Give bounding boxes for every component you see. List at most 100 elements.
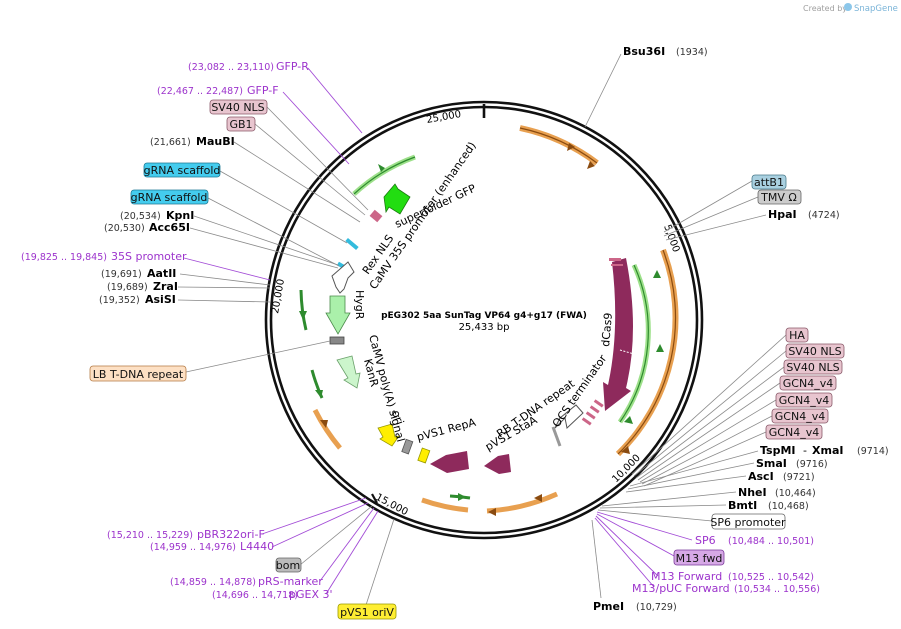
site-maubi: MauBI (196, 135, 235, 148)
site-bsu36i: Bsu36I (623, 45, 665, 58)
kanr-arrow (336, 355, 361, 389)
label-pvs1-oriv: pVS1 oriV (340, 606, 394, 619)
tick-25000: 25,000 (426, 109, 462, 126)
box-gb1 (226, 116, 256, 132)
arc-arrowhead-5 (624, 416, 633, 424)
box-sv40-nls-left (209, 99, 268, 115)
yellow-small-block (417, 447, 431, 464)
leader-pmei (591, 519, 602, 599)
arc-green-right-core (619, 264, 649, 423)
coord-pmei: (10,729) (636, 602, 677, 613)
site-xmai: XmaI (812, 444, 843, 457)
leader-asci (625, 475, 747, 493)
box-grna-scaffold-2 (130, 189, 209, 205)
box-tmv-omega (757, 189, 802, 205)
arc-green-left2 (310, 369, 324, 399)
plasmid-length: 25,433 bp (459, 322, 510, 333)
site-tspmi: TspMI (760, 444, 796, 457)
label-sp6-promoter: SP6 promoter (710, 516, 786, 529)
label-sv40-nls-left: SV40 NLS (211, 101, 264, 114)
label-gcn4-2: GCN4_v4 (779, 394, 829, 407)
label-tmv-omega: TMV Ω (760, 191, 797, 204)
leader-gb1 (254, 123, 366, 216)
box-gcn4-1 (779, 375, 837, 391)
leader-sp6 (596, 511, 693, 541)
leader-asisi (177, 299, 271, 303)
box-bom (275, 557, 302, 573)
box-grna-scaffold-1 (143, 162, 221, 178)
box-sv40-nls-r1 (785, 343, 845, 359)
grna-scaffold-block-1 (345, 237, 359, 251)
left-labels: (23,082 .. 23,110) GFP-R (22,467 .. 22,4… (21, 60, 397, 620)
leader-pbr322ori-f (261, 497, 367, 535)
primer-gfp-f: GFP-F (247, 84, 279, 97)
watermark-brand: SnapGene (854, 4, 898, 14)
leader-kpni (193, 215, 339, 266)
gcn4-block-2 (589, 405, 600, 414)
site-asci: AscI (748, 470, 774, 483)
rex-nls-block (369, 209, 383, 223)
tspmi-separator: - (803, 444, 807, 457)
primer-35s-promoter: 35S promoter (111, 250, 187, 263)
pvs1-staa-arrow (484, 454, 511, 474)
leader-hpai (665, 214, 767, 241)
box-ha (785, 327, 809, 343)
tick-15000-mark (371, 493, 378, 504)
leader-acc65i (189, 227, 339, 269)
leader-m13-forward (595, 515, 659, 577)
gcn4-blocks (581, 399, 604, 426)
box-sp6-promoter (711, 513, 786, 530)
leader-tmv (663, 196, 759, 237)
ori-arrow (377, 423, 400, 447)
label-dcas9: dCas9 (599, 312, 615, 347)
primer-gfp-r: GFP-R (276, 60, 309, 73)
snapgene-logo-icon (844, 3, 852, 11)
coord-sp6: (10,484 .. 10,501) (728, 536, 814, 547)
coord-gfp-r: (23,082 .. 23,110) (188, 62, 274, 73)
arc-orange-bottom2 (421, 497, 469, 513)
gcn4-block-3 (585, 411, 596, 420)
label-m13-fwd: M13 fwd (676, 552, 723, 565)
coord-maubi: (21,661) (150, 137, 191, 148)
left-leaders (177, 67, 395, 606)
leader-l4440 (271, 502, 369, 548)
label-sv40-nls-r1: SV40 NLS (788, 345, 841, 358)
site-nhei: NheI (738, 486, 767, 499)
right-leaders (584, 53, 787, 599)
superfolder-gfp-arrow (383, 183, 411, 215)
backbone (264, 100, 704, 540)
leader-sp6-promoter (597, 509, 713, 522)
box-m13-fwd (673, 549, 725, 566)
ocs-terminator-arrow (554, 404, 584, 429)
coord-acc65i: (20,530) (104, 223, 145, 234)
leader-attb1 (663, 180, 753, 233)
coord-prs-marker: (14,859 .. 14,878) (170, 577, 256, 588)
arc-orange-bottom (486, 491, 559, 514)
site-smai: SmaI (756, 457, 787, 470)
leader-35s-promoter (183, 257, 271, 281)
watermark-created-by: Created by (803, 4, 847, 13)
leader-grna-2 (207, 197, 340, 267)
leader-grna-1 (219, 170, 348, 244)
tmv-block (611, 264, 623, 266)
leader-tspmi (629, 450, 759, 487)
pvs1-repa-arrow (430, 451, 469, 473)
rb-tdna-block (551, 426, 562, 447)
coord-bsu36i: (1934) (676, 47, 708, 58)
tick-20000: 20,000 (270, 278, 287, 314)
arc-arrowhead-1 (567, 143, 575, 151)
arc-green-top-core (353, 156, 416, 195)
leader-bsu36i (584, 53, 622, 128)
leader-pgex3 (325, 510, 379, 595)
arc-orange-right-core (617, 249, 677, 455)
label-gcn4-1: GCN4_v4 (783, 377, 833, 390)
arc-arrowhead-10 (299, 311, 307, 320)
label-gcn4-4: GCN4_v4 (769, 426, 819, 439)
inner-features (325, 183, 635, 474)
arc-green-left (299, 289, 308, 331)
coord-35s-promoter: (19,825 .. 19,845) (21, 252, 107, 263)
site-asisi: AsiSI (145, 293, 176, 306)
coord-zrai: (19,689) (107, 282, 148, 293)
label-sv40-nls-r2: SV40 NLS (786, 361, 839, 374)
site-acc65i: Acc65I (149, 221, 190, 234)
